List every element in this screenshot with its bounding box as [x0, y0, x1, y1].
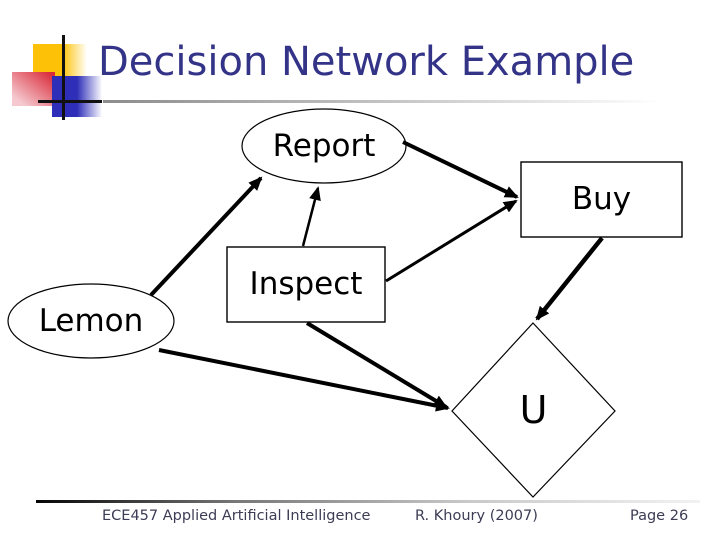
decor-crosshair-vertical	[62, 35, 65, 120]
edge-lemon-report	[149, 176, 263, 297]
decor-blue-square	[52, 76, 102, 117]
edge-inspect-report	[301, 186, 321, 247]
edge-inspect-buy	[385, 199, 518, 283]
slide-title: Decision Network Example	[98, 39, 635, 85]
edge-lemon-u	[158, 348, 450, 412]
node-u-label: U	[519, 388, 548, 432]
node-report-shape	[241, 108, 407, 184]
footer-author: R. Khoury (2007)	[415, 508, 538, 524]
edge-inspect-u	[305, 321, 448, 409]
node-report-label: Report	[272, 127, 376, 164]
decor-crosshair-horizontal	[38, 100, 102, 103]
node-lemon-shape	[7, 283, 175, 359]
node-lemon-label: Lemon	[38, 302, 144, 339]
title-underline	[103, 100, 663, 103]
footer-course-name: ECE457 Applied Artificial Intelligence	[102, 508, 371, 524]
node-u-shape	[451, 322, 616, 498]
footer-page-number: Page 26	[630, 508, 689, 524]
node-inspect-shape	[226, 246, 386, 323]
node-buy-label: Buy	[571, 180, 632, 217]
edge-report-buy	[402, 140, 519, 199]
edge-buy-u	[535, 236, 604, 321]
node-buy-shape	[520, 161, 683, 238]
footer-divider	[36, 500, 700, 503]
node-inspect-label: Inspect	[249, 265, 363, 302]
